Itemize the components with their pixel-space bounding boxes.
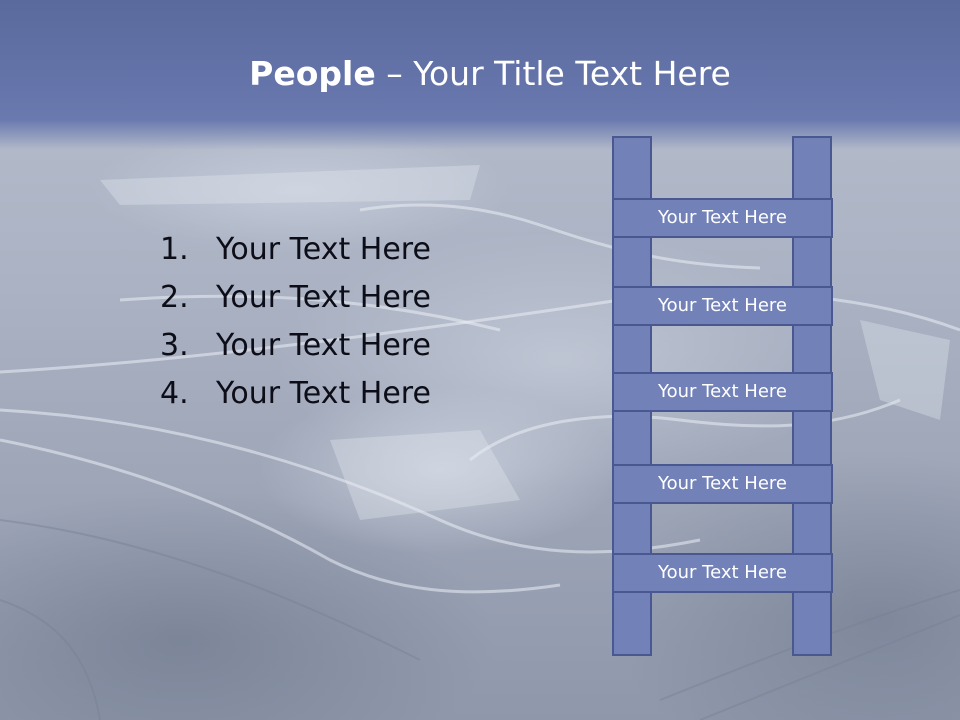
list-item[interactable]: 1. Your Text Here [160,232,431,280]
slide-title[interactable]: People – Your Title Text Here [0,50,960,98]
list-item-text: Your Text Here [216,232,431,267]
list-item[interactable]: 4. Your Text Here [160,376,431,424]
title-text: – Your Title Text Here [375,54,731,93]
ladder-rung-4[interactable]: Your Text Here [612,464,833,504]
list-item[interactable]: 2. Your Text Here [160,280,431,328]
list-item-number: 1. [160,232,189,267]
list-item-text: Your Text Here [216,280,431,315]
ladder-rung-1[interactable]: Your Text Here [612,198,833,238]
list-item-number: 2. [160,280,189,315]
list-item-text: Your Text Here [216,328,431,363]
numbered-list[interactable]: 1. Your Text Here 2. Your Text Here 3. Y… [160,232,431,424]
title-keyword: People [249,54,376,93]
list-item-number: 4. [160,376,189,411]
list-item-text: Your Text Here [216,376,431,411]
title-band [0,0,960,150]
ladder-rung-3[interactable]: Your Text Here [612,372,833,412]
list-item[interactable]: 3. Your Text Here [160,328,431,376]
ladder-rung-2[interactable]: Your Text Here [612,286,833,326]
list-item-number: 3. [160,328,189,363]
ladder-rung-5[interactable]: Your Text Here [612,553,833,593]
